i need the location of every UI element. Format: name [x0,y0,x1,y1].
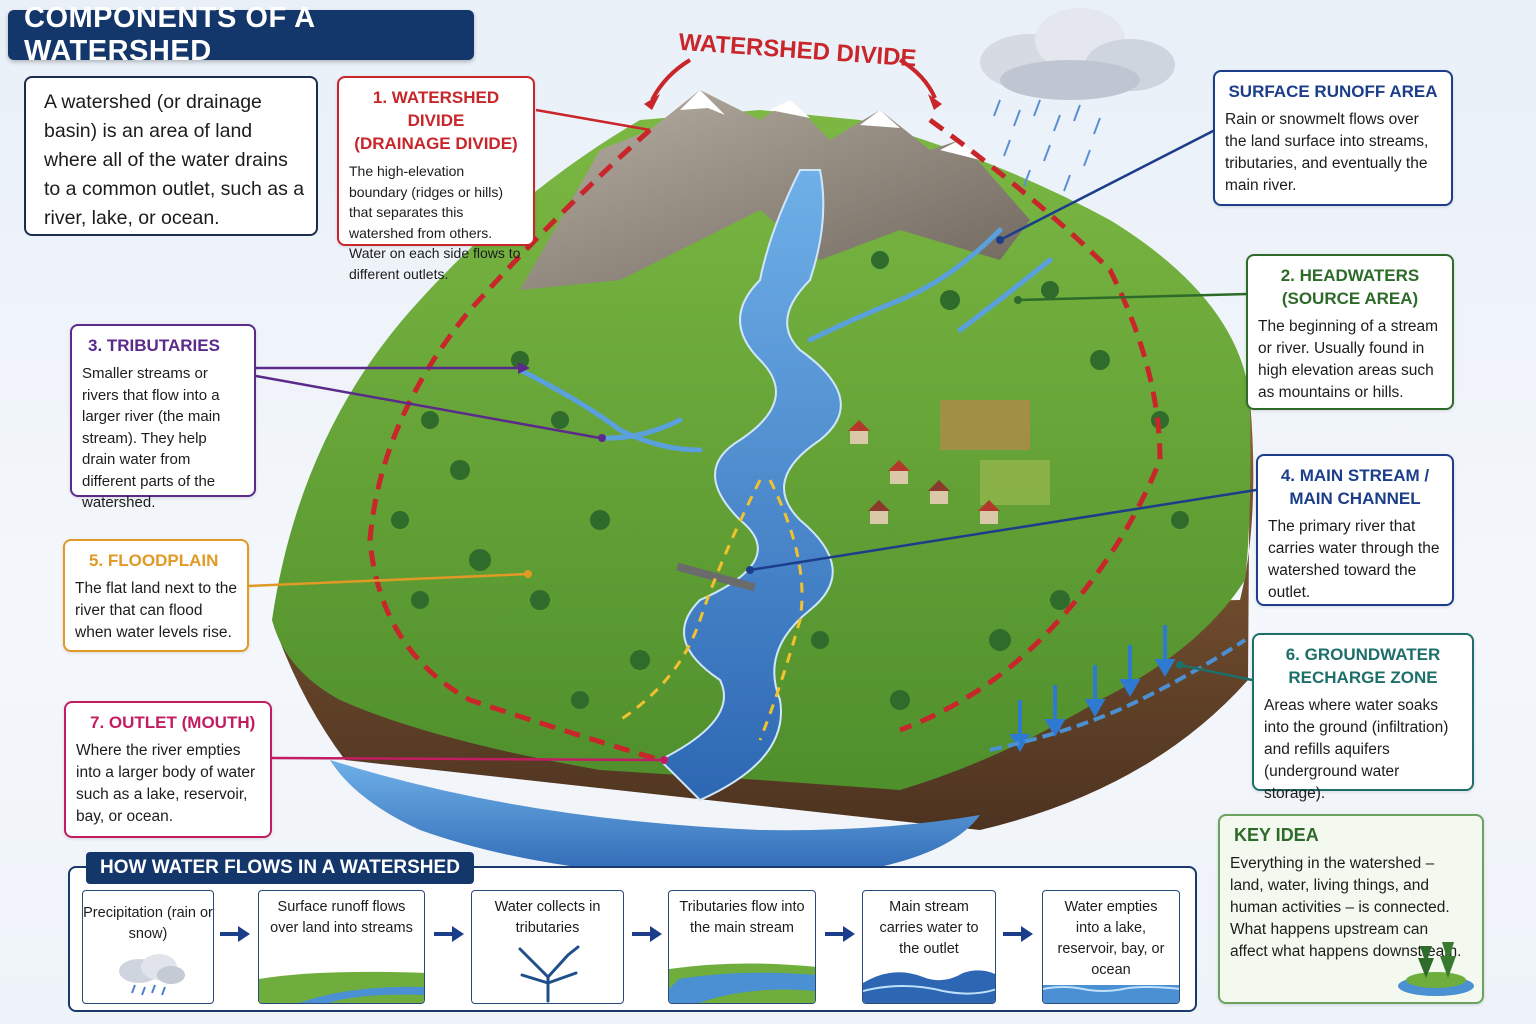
flow-arrow-icon [825,926,855,942]
card-body: The high-elevation boundary (ridges or h… [349,163,521,282]
card-title: 6. GROUNDWATER RECHARGE ZONE [1264,643,1462,689]
card-title-line: 1. WATERSHED DIVIDE [372,88,500,130]
card-body: The primary river that carries water thr… [1268,518,1440,601]
flow-arrow-icon [1003,926,1033,942]
intro-box: A watershed (or drainage basin) is an ar… [24,76,318,236]
rain-drops [993,99,1101,192]
card-body: The flat land next to the river that can… [75,580,237,641]
card-title-line: 2. HEADWATERS [1280,266,1420,285]
card-title: 4. MAIN STREAM / MAIN CHANNEL [1268,464,1442,510]
main-river [658,169,842,802]
title-banner: COMPONENTS OF A WATERSHED [8,2,474,67]
card-body: The beginning of a stream or river. Usua… [1258,318,1439,401]
runoff-stream-icon [259,971,424,1003]
aquifer-flow [989,638,1247,752]
rain-cloud-icon [119,954,185,996]
card-title-line: (SOURCE AREA) [1281,289,1419,308]
card-title: 7. OUTLET (MOUTH) [90,713,256,732]
card-body: Where the river empties into a larger bo… [76,742,256,825]
flow-step-tributaries: Water collects in tributaries [471,890,624,1004]
card-key-idea: KEY IDEA Everything in the watershed – l… [1218,814,1484,1004]
wave-icon [863,970,995,1003]
flow-step-lake: Water empties into a lake, reservoir, ba… [1042,890,1180,1004]
card-main-stream: 4. MAIN STREAM / MAIN CHANNEL The primar… [1256,454,1454,606]
flow-panel [68,866,1197,1012]
card-title-line: 4. MAIN STREAM / [1280,466,1430,485]
flow-step-outlet: Main stream carries water to the outlet [862,890,996,1004]
flow-step-label: Water collects in tributaries [494,899,601,936]
card-title: SURFACE RUNOFF AREA [1228,82,1438,101]
flow-step-label: Tributaries flow into the main stream [679,899,805,936]
card-surface-runoff: SURFACE RUNOFF AREA Rain or snowmelt flo… [1213,70,1453,206]
card-body: Smaller streams or rivers that flow into… [82,365,221,511]
divide-arrow-right [898,58,937,99]
flow-step-surface-runoff: Surface runoff flows over land into stre… [258,890,425,1004]
card-tributaries: 3. TRIBUTARIES Smaller streams or rivers… [70,324,256,511]
flow-title: HOW WATER FLOWS IN A WATERSHED [86,852,474,884]
card-title-line: 6. GROUNDWATER [1285,645,1441,664]
flow-arrow-icon [220,926,250,942]
divide-arrow-left [650,58,692,101]
river-icon [669,963,815,1003]
forest-trees [391,251,1189,710]
leader-groundwater [1179,663,1253,682]
flow-arrow-icon [434,926,464,942]
watershed-divide-label: WATERSHED DIVIDE [678,29,918,73]
card-title-line: MAIN CHANNEL [1289,489,1421,508]
leader-runoff [999,128,1216,242]
branching-stream-icon [518,945,580,1003]
card-watershed-divide: 1. WATERSHED DIVIDE (DRAINAGE DIVIDE) Th… [337,76,535,282]
leader-floodplain [248,572,529,588]
card-title-line: (DRAINAGE DIVIDE) [354,134,518,153]
mountain-range [520,90,1030,290]
island-tree-icon [1398,942,1474,996]
leader-headwaters [1017,292,1249,302]
card-title-line: RECHARGE ZONE [1288,668,1438,687]
card-outlet: 7. OUTLET (MOUTH) Where the river emptie… [64,701,272,838]
card-floodplain: 5. FLOODPLAIN The flat land next to the … [63,539,249,652]
page-title: COMPONENTS OF A WATERSHED [24,2,315,67]
flow-step-label: Surface runoff flows over land into stre… [270,899,413,936]
card-groundwater: 6. GROUNDWATER RECHARGE ZONE Areas where… [1252,633,1474,802]
rain-cloud-icon [980,8,1175,100]
leader-main-stream [749,488,1257,572]
leader-tributaries-b [255,374,601,440]
lake [330,760,980,880]
card-title: 2. HEADWATERS (SOURCE AREA) [1258,264,1442,310]
floodplain-boundary [619,479,804,741]
flow-step-label: Precipitation (rain or snow) [83,905,213,942]
card-body: Rain or snowmelt flows over the land sur… [1225,111,1429,194]
lake-water-icon [1043,985,1179,1003]
card-title: KEY IDEA [1234,825,1319,845]
infiltration-arrows [1009,625,1176,752]
tributaries [517,227,1053,453]
flow-step-main-stream: Tributaries flow into the main stream [668,890,816,1004]
flow-step-precipitation: Precipitation (rain or snow) [82,890,214,1004]
leader-outlet [271,756,665,762]
card-body: Everything in the watershed – land, wate… [1230,855,1462,960]
card-body: Areas where water soaks into the ground … [1264,697,1449,802]
card-headwaters: 2. HEADWATERS (SOURCE AREA) The beginnin… [1246,254,1454,410]
watershed-divide-line [367,117,1163,763]
village [848,400,1050,524]
flow-step-label: Water empties into a lake, reservoir, ba… [1057,899,1165,978]
card-title: 1. WATERSHED DIVIDE (DRAINAGE DIVIDE) [349,86,523,155]
card-title: 3. TRIBUTARIES [88,336,220,355]
flow-step-label: Main stream carries water to the outlet [879,899,979,957]
bridge [676,562,756,592]
leader-divide [535,108,651,132]
flow-arrow-icon [632,926,662,942]
card-title: 5. FLOODPLAIN [89,551,219,570]
